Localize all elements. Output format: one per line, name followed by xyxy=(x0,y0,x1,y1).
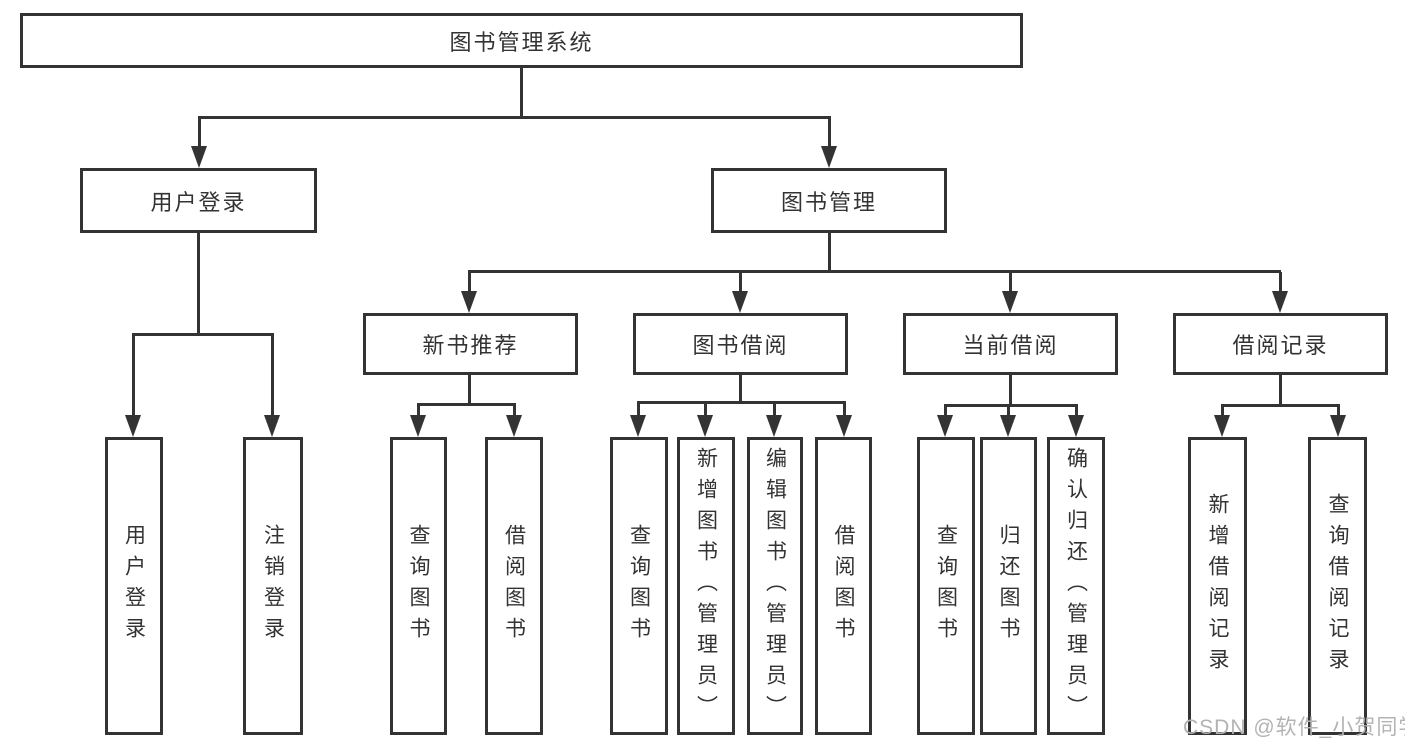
connector-line xyxy=(197,233,200,335)
arrowhead-icon xyxy=(191,146,207,168)
arrowhead-icon xyxy=(1330,415,1346,437)
connector-line xyxy=(198,118,201,148)
arrowhead-icon xyxy=(1000,415,1016,437)
connector-line xyxy=(468,375,471,405)
leaf-logout: 注销登录 xyxy=(243,437,303,735)
node-label: 查询借阅记录 xyxy=(1326,493,1349,679)
node-label: 归还图书 xyxy=(997,524,1020,648)
leaf-add-books-admin: 新增图书（管理员） xyxy=(677,437,735,735)
connector-line xyxy=(843,403,846,417)
csdn-watermark: CSDN @软件_小贺同学 xyxy=(1183,716,1405,739)
node-label: 新增图书（管理员） xyxy=(694,446,718,726)
arrowhead-icon xyxy=(697,415,713,437)
leaf-return-books: 归还图书 xyxy=(980,437,1037,735)
connector-line xyxy=(417,405,420,417)
connector-line xyxy=(739,375,742,403)
leaf-confirm-return-admin: 确认归还（管理员） xyxy=(1047,437,1105,735)
leaf-borrow-books: 借阅图书 xyxy=(815,437,872,735)
node-label: 借阅图书 xyxy=(832,524,855,648)
arrowhead-icon xyxy=(125,415,141,437)
connector-line xyxy=(513,405,516,417)
arrowhead-icon xyxy=(410,415,426,437)
connector-line xyxy=(828,118,831,148)
node-user-login: 用户登录 xyxy=(80,168,317,233)
arrowhead-icon xyxy=(1214,415,1230,437)
arrowhead-icon xyxy=(264,415,280,437)
arrowhead-icon xyxy=(821,146,837,168)
arrowhead-icon xyxy=(506,415,522,437)
node-label: 新增借阅记录 xyxy=(1206,493,1229,679)
arrowhead-icon xyxy=(1068,415,1084,437)
connector-line xyxy=(271,335,274,417)
connector-line xyxy=(1279,272,1282,293)
arrowhead-icon xyxy=(1002,291,1018,313)
node-borrowing-records: 借阅记录 xyxy=(1173,313,1388,375)
leaf-user-login: 用户登录 xyxy=(105,437,163,735)
node-label: 注销登录 xyxy=(261,524,285,648)
arrowhead-icon xyxy=(732,291,748,313)
node-label: 借阅图书 xyxy=(502,524,526,648)
connector-line xyxy=(417,403,516,406)
node-label: 图书借阅 xyxy=(692,333,789,358)
node-label: 查询图书 xyxy=(407,524,430,648)
node-label: 用户登录 xyxy=(150,189,247,215)
node-label: 图书管理 xyxy=(780,189,877,215)
node-current-borrowing: 当前借阅 xyxy=(903,313,1118,375)
leaf-query-books-recommend: 查询图书 xyxy=(390,437,447,735)
connector-line xyxy=(1221,406,1224,417)
connector-line xyxy=(468,272,471,293)
node-root-library-system: 图书管理系统 xyxy=(20,13,1023,68)
connector-line xyxy=(198,116,831,119)
node-book-management: 图书管理 xyxy=(711,168,947,233)
node-label: 确认归还（管理员） xyxy=(1064,446,1088,726)
connector-line xyxy=(637,403,640,417)
connector-line xyxy=(739,272,742,293)
arrowhead-icon xyxy=(1272,291,1288,313)
leaf-query-borrow-record: 查询借阅记录 xyxy=(1308,437,1367,735)
connector-line xyxy=(520,68,523,118)
connector-line xyxy=(773,403,776,417)
arrowhead-icon xyxy=(836,415,852,437)
connector-line xyxy=(1009,272,1012,293)
connector-line xyxy=(132,333,274,336)
arrowhead-icon xyxy=(937,415,953,437)
connector-line xyxy=(1007,406,1010,417)
connector-line xyxy=(704,403,707,417)
node-label: 借阅记录 xyxy=(1232,333,1329,358)
connector-line xyxy=(468,270,1281,273)
leaf-borrow-books-recommend: 借阅图书 xyxy=(485,437,543,735)
node-label: 当前借阅 xyxy=(962,333,1059,358)
arrowhead-icon xyxy=(766,415,782,437)
connector-line xyxy=(637,401,846,404)
node-book-borrowing: 图书借阅 xyxy=(633,313,848,375)
leaf-edit-books-admin: 编辑图书（管理员） xyxy=(747,437,803,735)
leaf-query-books-current: 查询图书 xyxy=(917,437,975,735)
connector-line xyxy=(1221,404,1340,407)
connector-line xyxy=(1075,406,1078,417)
node-label: 查询图书 xyxy=(627,524,651,648)
node-label: 图书管理系统 xyxy=(449,29,594,55)
arrowhead-icon xyxy=(461,291,477,313)
connector-line xyxy=(944,406,947,417)
node-label: 编辑图书（管理员） xyxy=(763,446,787,726)
connector-line xyxy=(132,335,135,417)
node-label: 用户登录 xyxy=(122,524,146,648)
connector-line xyxy=(944,404,1078,407)
node-label: 新书推荐 xyxy=(422,333,519,358)
node-new-book-recommend: 新书推荐 xyxy=(363,313,578,375)
connector-line xyxy=(1337,406,1340,417)
leaf-query-books-borrowing: 查询图书 xyxy=(610,437,668,735)
connector-line xyxy=(1279,375,1282,406)
node-label: 查询图书 xyxy=(934,524,958,648)
connector-line xyxy=(1009,375,1012,406)
leaf-add-borrow-record: 新增借阅记录 xyxy=(1188,437,1247,735)
connector-line xyxy=(828,233,831,272)
arrowhead-icon xyxy=(630,415,646,437)
